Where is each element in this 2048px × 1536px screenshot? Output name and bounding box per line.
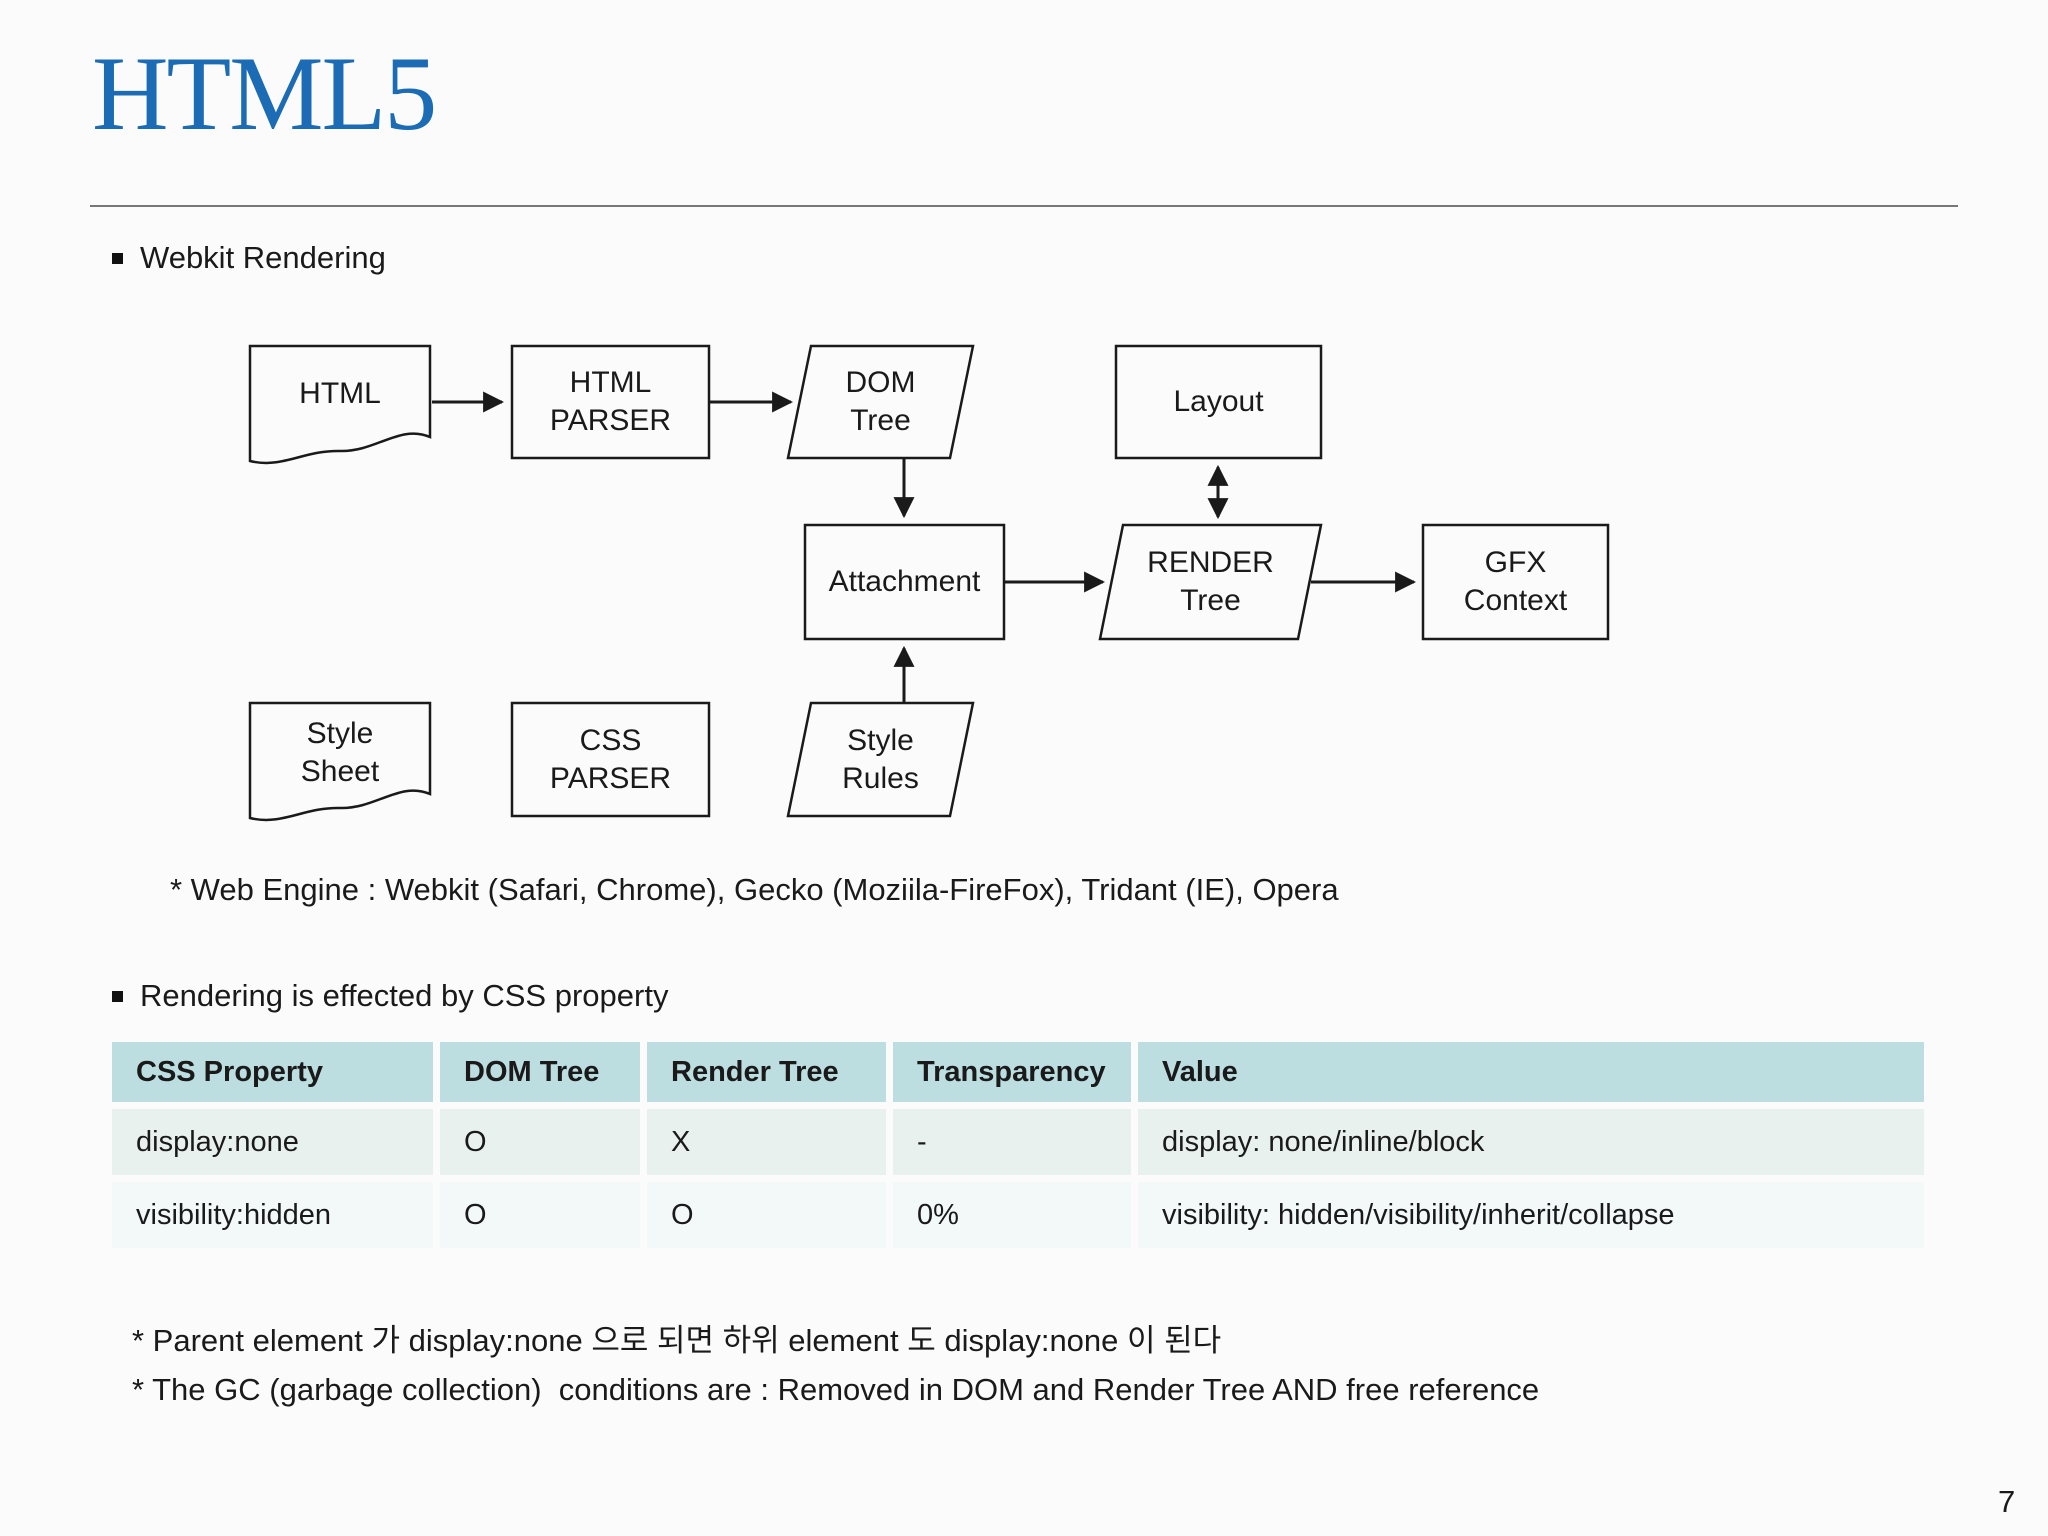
table-header-render-tree: Render Tree xyxy=(647,1042,886,1102)
table-cell: visibility: hidden/visibility/inherit/co… xyxy=(1138,1182,1924,1248)
dom-tree-parallelogram xyxy=(786,344,975,460)
css-parser-box xyxy=(510,701,711,818)
html-parser-box xyxy=(510,344,711,460)
html-parser-node-label: HTML PARSER xyxy=(549,366,672,437)
attachment-node-label: Attachment xyxy=(828,565,981,598)
table-header-dom-tree: DOM Tree xyxy=(440,1042,640,1102)
web-engine-note: * Web Engine : Webkit (Safari, Chrome), … xyxy=(170,872,1339,907)
table-cell: 0% xyxy=(893,1182,1131,1248)
webkit-rendering-heading: Webkit Rendering xyxy=(112,240,386,276)
gfx-context-box xyxy=(1421,523,1610,641)
gfx-context-node-label: GFX Context xyxy=(1463,546,1568,617)
style-rules-parallelogram xyxy=(786,701,975,818)
rendering-css-heading: Rendering is effected by CSS property xyxy=(112,978,668,1014)
table-cell: display: none/inline/block xyxy=(1138,1109,1924,1175)
html-document-shape xyxy=(248,344,432,465)
table-cell: visibility:hidden xyxy=(112,1182,433,1248)
layout-box xyxy=(1114,344,1323,460)
style-rules-node-label: Style Rules xyxy=(842,723,919,795)
footnote-gc-conditions: * The GC (garbage collection) conditions… xyxy=(132,1372,1540,1407)
table-cell: O xyxy=(440,1109,640,1175)
html-node-label: HTML xyxy=(299,376,381,410)
bullet-square-icon xyxy=(112,990,123,1002)
table-cell: display:none xyxy=(112,1109,433,1175)
footnote-parent-display-none: * Parent element 가 display:none 으로 되면 하위… xyxy=(132,1323,1222,1358)
render-tree-parallelogram xyxy=(1098,523,1323,641)
bullet-square-icon xyxy=(112,252,123,264)
page-title: HTML5 xyxy=(92,35,437,152)
render-tree-node-label: RENDER Tree xyxy=(1147,546,1274,617)
rendering-css-label: Rendering is effected by CSS property xyxy=(140,978,669,1013)
page-number: 7 xyxy=(1998,1484,2016,1519)
table-header-transparency: Transparency xyxy=(893,1042,1131,1102)
table-header-css-property: CSS Property xyxy=(112,1042,433,1102)
style-sheet-document-shape xyxy=(248,701,432,822)
webkit-rendering-label: Webkit Rendering xyxy=(140,240,386,275)
title-divider xyxy=(90,205,1958,207)
table-cell: - xyxy=(893,1109,1131,1175)
table-header-value: Value xyxy=(1138,1042,1924,1102)
table-cell: O xyxy=(647,1182,886,1248)
table-cell: X xyxy=(647,1109,886,1175)
css-parser-node-label: CSS PARSER xyxy=(549,723,672,795)
table-cell: O xyxy=(440,1182,640,1248)
attachment-box xyxy=(803,523,1006,641)
layout-node-label: Layout xyxy=(1173,385,1264,418)
style-sheet-node-label: Style Sheet xyxy=(300,717,380,788)
css-property-table: CSS Property DOM Tree Render Tree Transp… xyxy=(112,1042,1924,1248)
dom-tree-node-label: DOM Tree xyxy=(845,366,916,437)
